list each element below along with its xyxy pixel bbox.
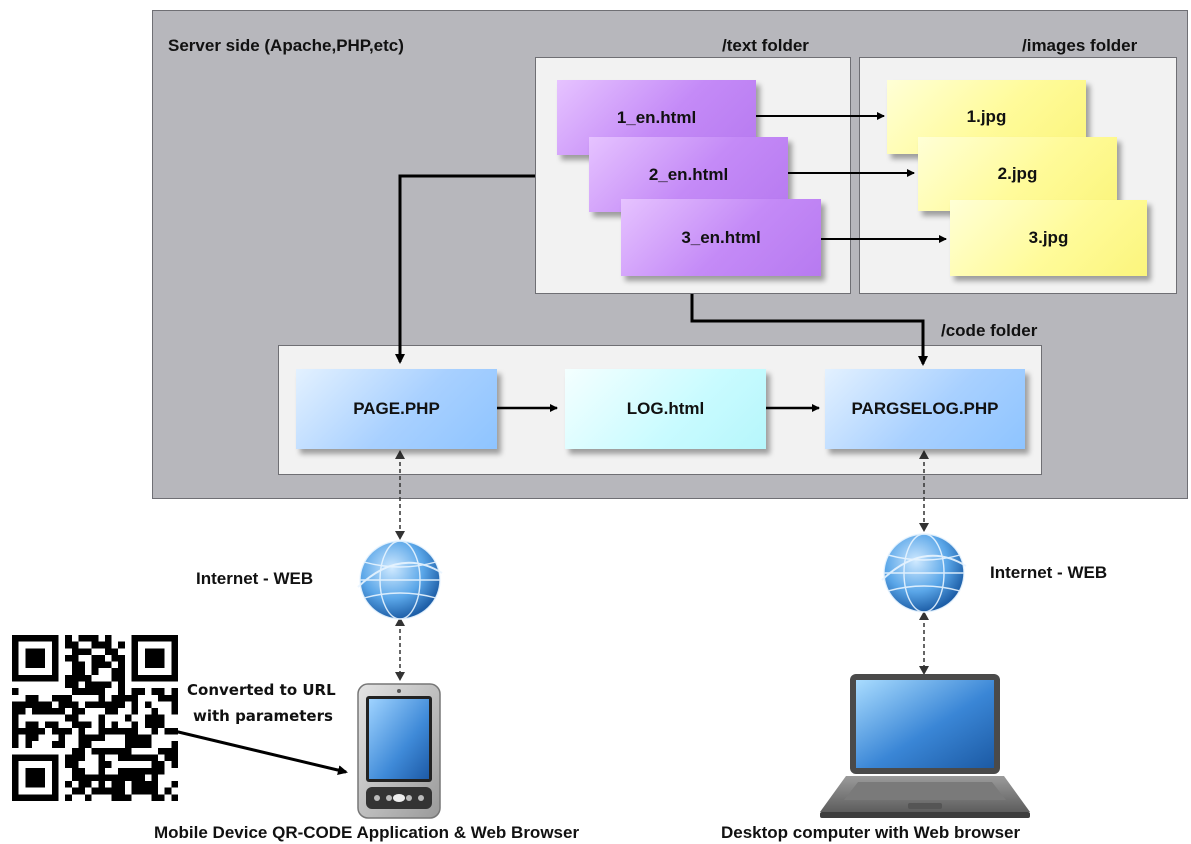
qr-caption-line-1: Converted to URL: [187, 681, 336, 699]
qr-code-icon: [12, 633, 178, 803]
page-php-label: PAGE.PHP: [353, 399, 440, 418]
log-html-card: LOG.html: [565, 369, 766, 449]
images-folder-label: /images folder: [1022, 36, 1138, 55]
image-file-label-3: 3.jpg: [1028, 228, 1069, 247]
globe-icon: [356, 537, 444, 623]
text-file-label-3: 3_en.html: [681, 227, 761, 247]
log-html-label: LOG.html: [626, 399, 705, 418]
internet-label-right: Internet - WEB: [990, 563, 1108, 582]
image-file-label-1: 1.jpg: [966, 107, 1007, 126]
mobile-caption: Mobile Device QR-CODE Application & Web …: [154, 823, 580, 842]
image-file-label-2: 2.jpg: [997, 164, 1038, 183]
desktop-caption: Desktop computer with Web browser: [721, 823, 1021, 842]
text-to-parser-connector: [690, 294, 928, 366]
text-folder-label: /text folder: [722, 36, 809, 55]
text-file-card-3: 3_en.html: [621, 199, 821, 276]
text-file-label-2: 2_en.html: [648, 164, 729, 184]
image-file-card-2: 2.jpg: [918, 137, 1117, 211]
text-file-label-1: 1_en.html: [616, 107, 697, 127]
internet-label-left: Internet - WEB: [196, 569, 314, 588]
qr-caption-line-2: with parameters: [193, 707, 333, 725]
code-folder-label: /code folder: [941, 321, 1038, 340]
page-php-card: PAGE.PHP: [296, 369, 497, 449]
image-file-card-3: 3.jpg: [950, 200, 1147, 276]
pargselog-php-card: PARGSELOG.PHP: [825, 369, 1025, 449]
pargselog-php-label: PARGSELOG.PHP: [851, 399, 999, 418]
globe-icon: [880, 530, 968, 616]
laptop-icon: [818, 672, 1032, 822]
smartphone-icon: [357, 683, 441, 819]
text-to-page-connector: [395, 174, 535, 364]
server-side-title: Server side (Apache,PHP,etc): [168, 36, 404, 55]
qr-to-phone-arrow: [169, 728, 348, 776]
